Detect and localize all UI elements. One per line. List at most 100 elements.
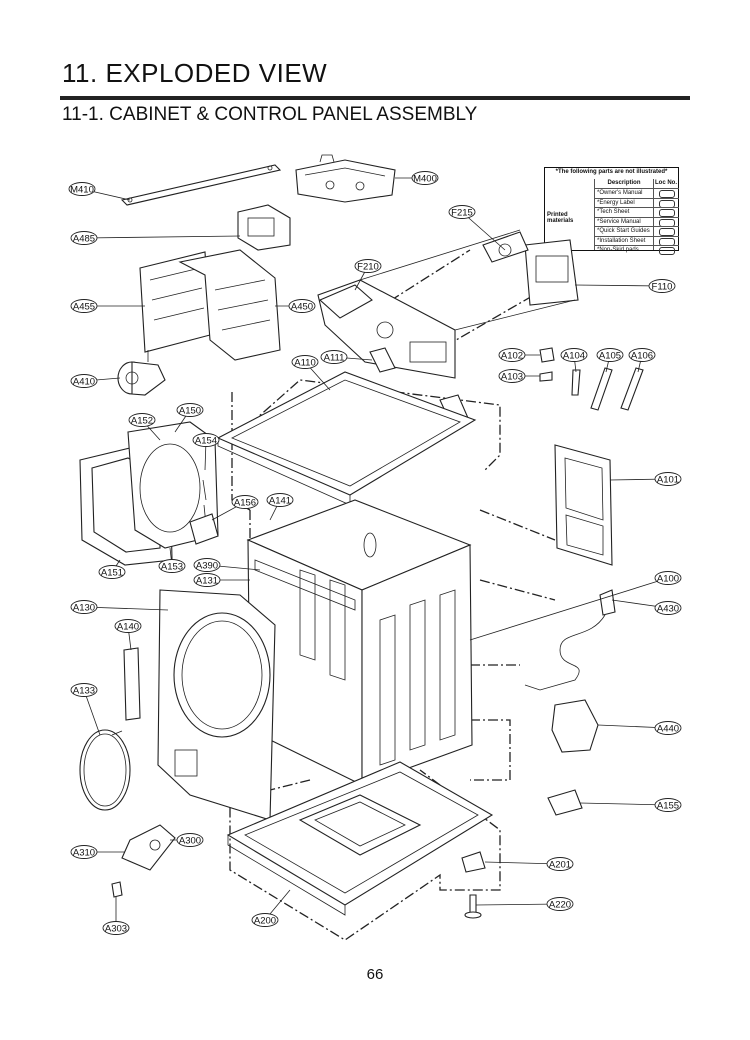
callout-a111: A111: [320, 350, 348, 364]
callout-f215: F215: [448, 205, 476, 219]
callout-a310: A310: [70, 845, 98, 859]
callout-label: M400: [413, 173, 437, 184]
callout-a156: A156: [231, 495, 259, 509]
callout-label: A103: [501, 371, 523, 382]
callout-a450: A450: [288, 299, 316, 313]
pcb-assembly-a455-a450: [139, 249, 281, 361]
printed-material-description: *Quick Start Guides: [597, 228, 650, 234]
front-cabinet-a130: [157, 589, 276, 821]
callout-label: A110: [294, 357, 315, 368]
col-loc: Loc No.: [655, 180, 677, 186]
top-plate-a110: [216, 371, 477, 506]
callout-a410: A410: [70, 374, 98, 388]
callout-label: A430: [657, 603, 679, 614]
printed-material-description: *Energy Label: [597, 199, 635, 206]
callout-a131: A131: [193, 573, 221, 587]
callout-label: A156: [234, 497, 256, 508]
printed-material-description: *Tech Sheet: [597, 209, 630, 215]
printed-materials-rows: *Owner's Manual *Energy Label *Tech Sheet *…: [595, 188, 679, 255]
loc-callout-icon: [659, 247, 675, 255]
table-divider: [594, 179, 595, 250]
section-title: 11-1. CABINET & CONTROL PANEL ASSEMBLY: [62, 104, 478, 125]
callout-label: A100: [657, 573, 679, 584]
callout-label: A151: [101, 567, 123, 578]
callout-label: A152: [131, 415, 153, 426]
callout-label: A104: [563, 350, 585, 361]
callout-a430: A430: [654, 601, 682, 615]
printed-material-row: *Non-Skid pads: [595, 245, 679, 255]
col-description: Description: [607, 180, 641, 186]
callout-a104: A104: [560, 348, 588, 362]
callout-a220: A220: [546, 897, 574, 911]
callout-label: A201: [549, 859, 571, 870]
base-a200: [226, 761, 494, 916]
top-bracket-m410: [120, 164, 282, 206]
callout-f110: F110: [648, 279, 676, 293]
callout-a440: A440: [654, 721, 682, 735]
callout-label: F210: [357, 261, 379, 272]
callout-label: A111: [324, 352, 345, 363]
callout-label: A303: [105, 923, 127, 934]
callout-label: A101: [657, 474, 679, 485]
callout-a151: A151: [98, 565, 126, 579]
side-parts: [461, 589, 616, 919]
printed-material-description: *Installation Sheet: [597, 237, 646, 244]
table-divider: [653, 179, 654, 250]
leader-line: [469, 577, 669, 641]
printed-material-description: *Service Manual: [597, 218, 641, 225]
callout-a103: A103: [498, 369, 526, 383]
callout-label: A455: [73, 301, 95, 312]
display-bracket-a485: [237, 204, 291, 251]
callout-label: M410: [70, 184, 94, 195]
callout-a153: A153: [158, 559, 186, 573]
callout-a102: A102: [498, 348, 526, 362]
callout-a130: A130: [70, 600, 98, 614]
callout-label: A154: [195, 435, 217, 446]
callout-label: A133: [73, 685, 95, 696]
inlet-valve-m400: [295, 154, 396, 203]
callout-label: A155: [657, 800, 679, 811]
page-title: 11. EXPLODED VIEW: [62, 58, 328, 88]
callout-label: A310: [73, 847, 95, 858]
callout-label: F110: [652, 281, 673, 292]
callout-label: A200: [254, 915, 276, 926]
rear-cover-a101: [554, 444, 613, 566]
callout-a303: A303: [102, 921, 130, 935]
callout-f210: F210: [354, 259, 382, 273]
pump-motor-a410: [117, 350, 166, 396]
callout-a140: A140: [114, 619, 142, 633]
callout-label: A220: [549, 899, 571, 910]
callout-a110: A110: [291, 355, 319, 369]
callout-a200: A200: [251, 913, 279, 927]
callout-label: A485: [73, 233, 95, 244]
callout-label: A440: [657, 723, 679, 734]
cabinet-a100: [246, 499, 473, 786]
callout-a141: A141: [266, 493, 294, 507]
callout-label: A450: [291, 301, 313, 312]
callout-label: A140: [117, 621, 139, 632]
callout-m400: M400: [411, 171, 439, 185]
callout-m410: M410: [68, 182, 96, 196]
callout-a105: A105: [596, 348, 624, 362]
printed-material-description: *Owner's Manual: [597, 190, 643, 196]
callout-label: A390: [196, 560, 218, 571]
callout-label: F215: [451, 207, 473, 218]
dampers-a104-a106: [571, 367, 644, 411]
printed-materials-category: Printed materials: [547, 212, 574, 224]
callout-a101: A101: [654, 472, 682, 486]
title-rule: [60, 96, 690, 100]
control-panel-assembly: [317, 229, 579, 379]
callout-a201: A201: [546, 857, 574, 871]
callout-a100: A100: [654, 571, 682, 585]
service-cover-a300: [111, 824, 176, 898]
leader-line: [83, 235, 241, 239]
leader-line: [579, 802, 669, 806]
printed-material-description: *Non-Skid pads: [597, 247, 639, 253]
callout-a455: A455: [70, 299, 98, 313]
callout-a133: A133: [70, 683, 98, 697]
callout-label: A141: [269, 495, 291, 506]
callout-label: A300: [179, 835, 201, 846]
leader-line: [461, 211, 506, 251]
